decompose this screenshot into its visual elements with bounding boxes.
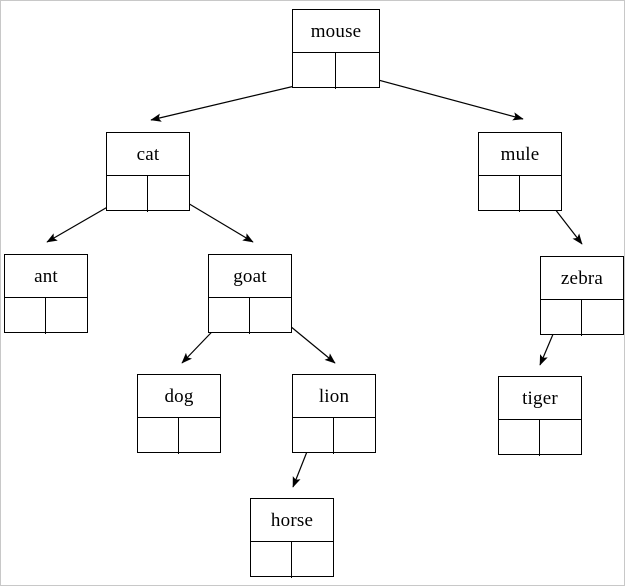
node-right-pointer-lion[interactable]	[334, 418, 375, 454]
node-right-pointer-ant[interactable]	[46, 298, 87, 334]
node-right-pointer-horse[interactable]	[292, 542, 333, 578]
tree-node-ant[interactable]: ant	[4, 254, 88, 334]
node-pointer-cells-lion	[293, 417, 375, 454]
node-right-pointer-goat[interactable]	[250, 298, 291, 334]
node-pointer-cells-cat	[107, 175, 189, 212]
node-label-tiger: tiger	[522, 387, 558, 409]
node-right-pointer-mule[interactable]	[520, 176, 561, 212]
node-left-pointer-cat[interactable]	[107, 176, 148, 212]
node-label-cat: cat	[136, 143, 160, 165]
node-label-goat: goat	[233, 265, 267, 287]
tree-node-mouse[interactable]: mouse	[292, 9, 380, 89]
node-pointer-cells-ant	[5, 297, 87, 334]
node-left-pointer-mouse[interactable]	[293, 53, 336, 89]
node-label-dog: dog	[164, 385, 194, 407]
tree-node-cat[interactable]: cat	[106, 132, 190, 212]
node-pointer-cells-dog	[138, 417, 220, 454]
node-pointer-cells-mule	[479, 175, 561, 212]
tree-node-tiger[interactable]: tiger	[498, 376, 582, 456]
node-label-ant: ant	[34, 265, 58, 287]
node-pointer-cells-goat	[209, 297, 291, 334]
tree-edge-mouse-right-mule	[355, 73, 524, 121]
node-right-pointer-cat[interactable]	[148, 176, 189, 212]
node-label-mouse: mouse	[310, 20, 362, 42]
tree-node-lion[interactable]: lion	[292, 374, 376, 454]
tree-node-zebra[interactable]: zebra	[540, 256, 624, 336]
node-right-pointer-dog[interactable]	[179, 418, 220, 454]
node-left-pointer-dog[interactable]	[138, 418, 179, 454]
node-label-horse: horse	[270, 509, 314, 531]
node-pointer-cells-tiger	[499, 419, 581, 456]
node-left-pointer-lion[interactable]	[293, 418, 334, 454]
node-right-pointer-zebra[interactable]	[582, 300, 623, 336]
node-label-zebra: zebra	[560, 267, 604, 289]
tree-node-dog[interactable]: dog	[137, 374, 221, 454]
node-label-lion: lion	[318, 385, 350, 407]
node-left-pointer-tiger[interactable]	[499, 420, 540, 456]
node-right-pointer-mouse[interactable]	[336, 53, 379, 89]
tree-node-horse[interactable]: horse	[250, 498, 334, 578]
node-left-pointer-zebra[interactable]	[541, 300, 582, 336]
node-left-pointer-ant[interactable]	[5, 298, 46, 334]
node-pointer-cells-horse	[251, 541, 333, 578]
node-left-pointer-goat[interactable]	[209, 298, 250, 334]
node-left-pointer-mule[interactable]	[479, 176, 520, 212]
node-left-pointer-horse[interactable]	[251, 542, 292, 578]
node-pointer-cells-mouse	[293, 52, 379, 89]
tree-node-goat[interactable]: goat	[208, 254, 292, 334]
node-pointer-cells-zebra	[541, 299, 623, 336]
node-label-mule: mule	[500, 143, 540, 165]
tree-node-mule[interactable]: mule	[478, 132, 562, 212]
node-right-pointer-tiger[interactable]	[540, 420, 581, 456]
